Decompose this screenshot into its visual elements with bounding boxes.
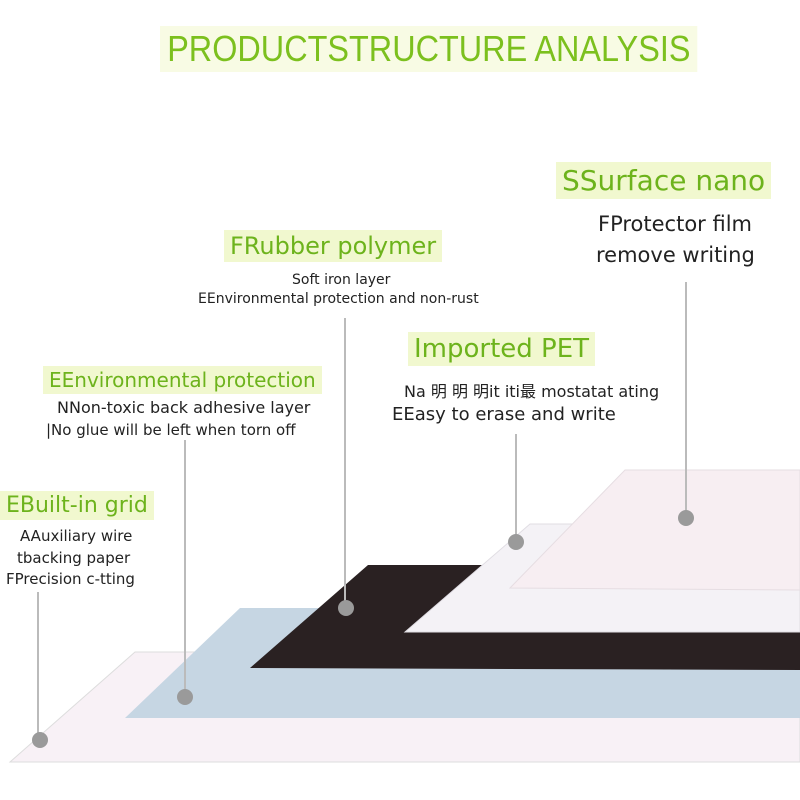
dot-surface: [678, 510, 694, 526]
pet-heading: Imported PET: [408, 332, 596, 366]
grid-line: FPrecision c-tting: [6, 570, 135, 588]
surface-layer: [508, 469, 800, 591]
rubber-heading: FRubber polymer: [224, 230, 443, 262]
pet-line: EEasy to erase and write: [392, 404, 616, 425]
grid-heading: EBuilt-in grid: [0, 491, 154, 520]
surface-line: FProtector film: [598, 212, 753, 236]
dot-pet: [508, 534, 524, 550]
environmental-line: NNon-toxic back adhesive layer: [57, 398, 311, 417]
environmental-line: |No glue will be left when torn off: [46, 421, 296, 439]
rubber-line: EEnvironmental protection and non-rust: [198, 291, 479, 307]
pet-line: Na 明 明 明it iti最 mostatat ating: [404, 382, 660, 401]
grid-line: tbacking paper: [17, 549, 131, 567]
grid-line: AAuxiliary wire: [20, 527, 133, 545]
dot-rubber: [338, 600, 354, 616]
environmental-heading: EEnvironmental protection: [43, 366, 322, 394]
dot-environmental: [177, 689, 193, 705]
rubber-line: Soft iron layer: [292, 272, 391, 288]
surface-line: remove writing: [596, 243, 755, 267]
dot-grid: [32, 732, 48, 748]
surface-heading: SSurface nano: [556, 162, 772, 199]
marker-dots: [32, 510, 694, 748]
page-title: PRODUCTSTRUCTURE ANALYSIS: [160, 26, 698, 72]
